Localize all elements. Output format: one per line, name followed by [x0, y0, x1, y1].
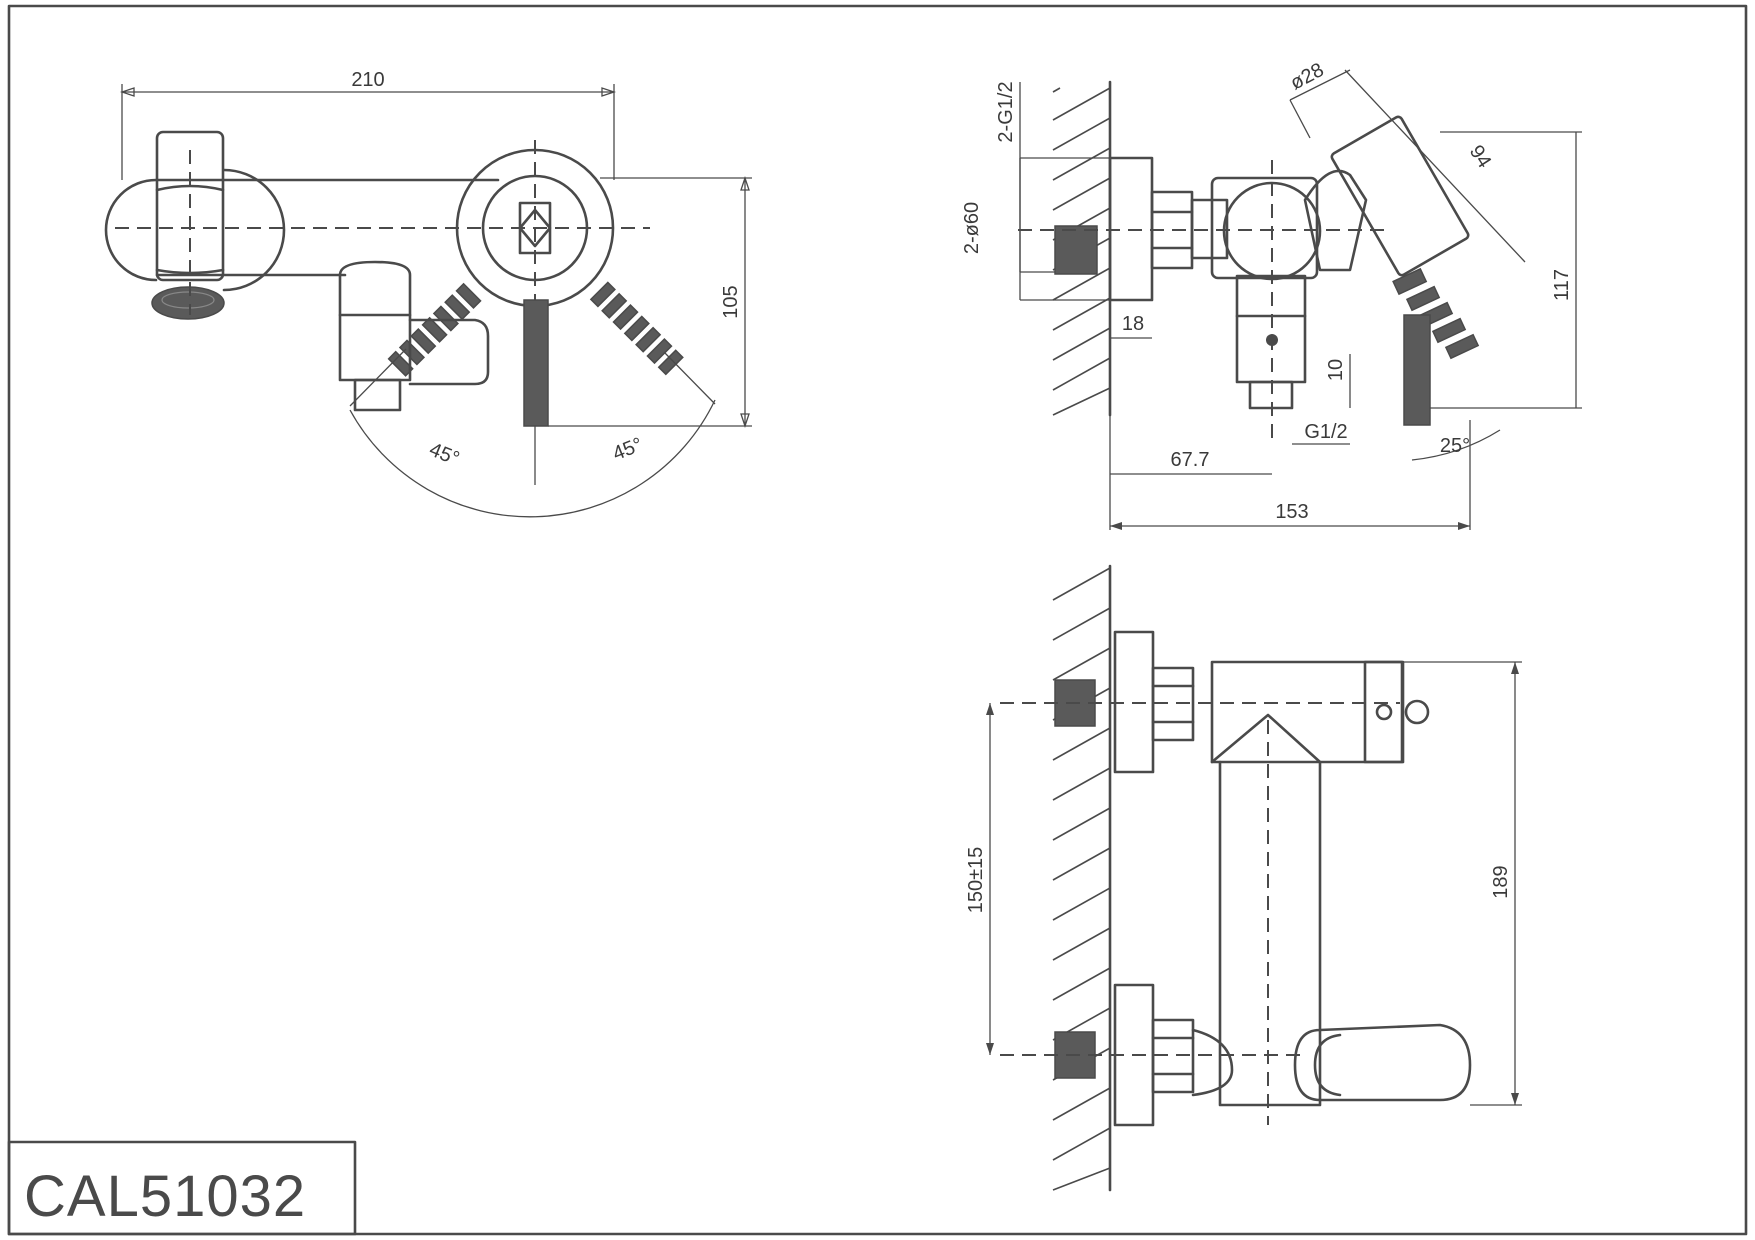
dim-depth-105: 105	[720, 285, 742, 318]
dim-angle-right: 45°	[610, 434, 646, 466]
dim-angle-left: 45°	[426, 439, 462, 471]
model-code: CAL51032	[24, 1164, 306, 1229]
side-view: 2-ø60 2-G1/2 18 10 G1/2 67.7 153 117 ø28…	[961, 59, 1582, 530]
top-view: 210 105 45° 45°	[104, 69, 752, 518]
dim-handset-94: 94	[1465, 141, 1496, 172]
dim-outlet-10: 10	[1325, 359, 1347, 381]
dim-diameter-pair: 2-ø60	[961, 202, 983, 254]
sheet-border	[7, 4, 1748, 1236]
front-view: 150±15 189	[965, 564, 1522, 1192]
dim-thread-pair: 2-G1/2	[995, 81, 1017, 142]
title-block: CAL51032	[7, 1140, 357, 1236]
dim-inlet-spacing: 150±15	[965, 847, 987, 914]
dim-handset-angle: 25°	[1440, 435, 1470, 457]
dim-total-189: 189	[1490, 865, 1512, 898]
dim-outlet-thread: G1/2	[1304, 421, 1347, 443]
dim-projection-153: 153	[1275, 501, 1308, 523]
dim-flange-18: 18	[1122, 313, 1144, 335]
dim-width-210: 210	[351, 69, 384, 91]
dim-height-117: 117	[1551, 269, 1573, 301]
dim-offset-67-7: 67.7	[1171, 449, 1210, 471]
dim-handle-diameter: ø28	[1287, 59, 1328, 95]
